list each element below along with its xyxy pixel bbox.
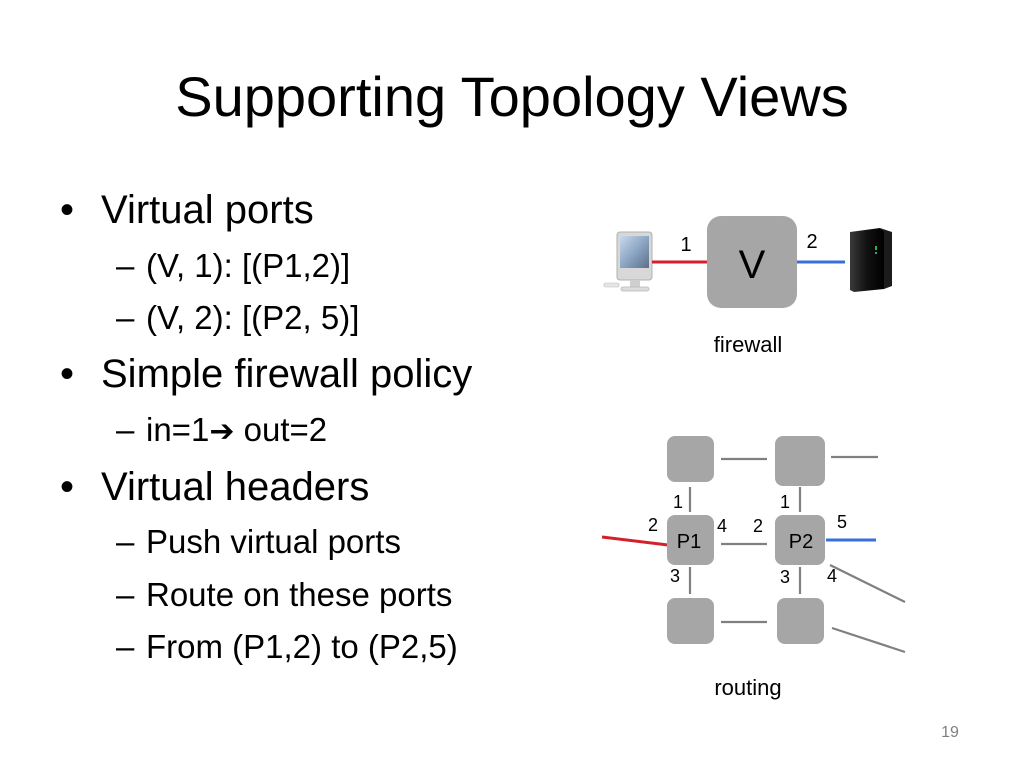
switch-top-right	[775, 436, 825, 486]
p1-port-right-label: 4	[717, 516, 727, 536]
p2-port-bottom-label: 3	[780, 567, 790, 587]
imac-computer-icon	[603, 231, 653, 292]
dash-marker: –	[116, 247, 135, 284]
sub-bullet-text: Route on these ports	[146, 576, 453, 613]
switch-p1	[667, 515, 714, 565]
dash-marker: –	[116, 576, 135, 613]
sub-bullet-text: From (P1,2) to (P2,5)	[146, 628, 458, 665]
firewall-caption: firewall	[714, 332, 782, 357]
p1-port-left-label: 2	[648, 515, 658, 535]
bullet-marker: •	[60, 188, 75, 232]
link-p2-diagonal	[829, 564, 906, 603]
sub-bullet-text: (V, 1): [(P1,2)]	[146, 247, 351, 284]
dash-marker: –	[116, 299, 135, 336]
bullet-marker: •	[60, 465, 75, 509]
p1-port-bottom-label: 3	[670, 566, 680, 586]
routing-ingress-link	[601, 535, 669, 547]
switch-bottom-right	[777, 598, 824, 644]
sub-bullet-text: (V, 2): [(P2, 5)]	[146, 299, 360, 336]
p2-port-diagonal-label: 4	[827, 566, 837, 586]
routing-diagram: P1 P2 1 2 4 3 1 2 5 3 4 routing	[601, 436, 906, 700]
firewall-diagram: V 1 2 firewall	[603, 216, 892, 357]
p2-port-top-label: 1	[780, 492, 790, 512]
slide-title: Supporting Topology Views	[175, 65, 849, 128]
dash-marker: –	[116, 628, 135, 665]
switch-p2-label: P2	[789, 531, 813, 553]
p2-port-left-label: 2	[753, 516, 763, 536]
routing-caption: routing	[714, 675, 781, 700]
server-tower-icon	[850, 228, 892, 292]
sub-bullet-text: in=1➔ out=2	[146, 410, 327, 452]
switch-p2	[775, 515, 825, 565]
bullet-text: Virtual ports	[101, 188, 314, 232]
sub-bullet-text: Push virtual ports	[146, 523, 401, 560]
switch-top-left	[667, 436, 714, 482]
firewall-port-2-label: 2	[806, 231, 817, 253]
p2-port-right-label: 5	[837, 512, 847, 532]
p1-port-top-label: 1	[673, 492, 683, 512]
policy-in: in=1	[146, 411, 210, 448]
link-bottom-right-diagonal	[831, 626, 906, 654]
virtual-switch-node	[707, 216, 797, 308]
right-arrow-icon: ➔	[209, 415, 235, 448]
routing-links	[688, 455, 906, 654]
bullet-text: Simple firewall policy	[101, 352, 473, 396]
dash-marker: –	[116, 411, 135, 448]
switch-bottom-left	[667, 598, 714, 644]
bullet-text: Virtual headers	[101, 465, 370, 509]
policy-out: out=2	[234, 411, 328, 448]
virtual-switch-label: V	[739, 243, 766, 287]
bullet-marker: •	[60, 352, 75, 396]
dash-marker: –	[116, 523, 135, 560]
switch-p1-label: P1	[677, 531, 701, 553]
firewall-port-1-label: 1	[680, 234, 691, 256]
page-number: 19	[941, 724, 959, 741]
